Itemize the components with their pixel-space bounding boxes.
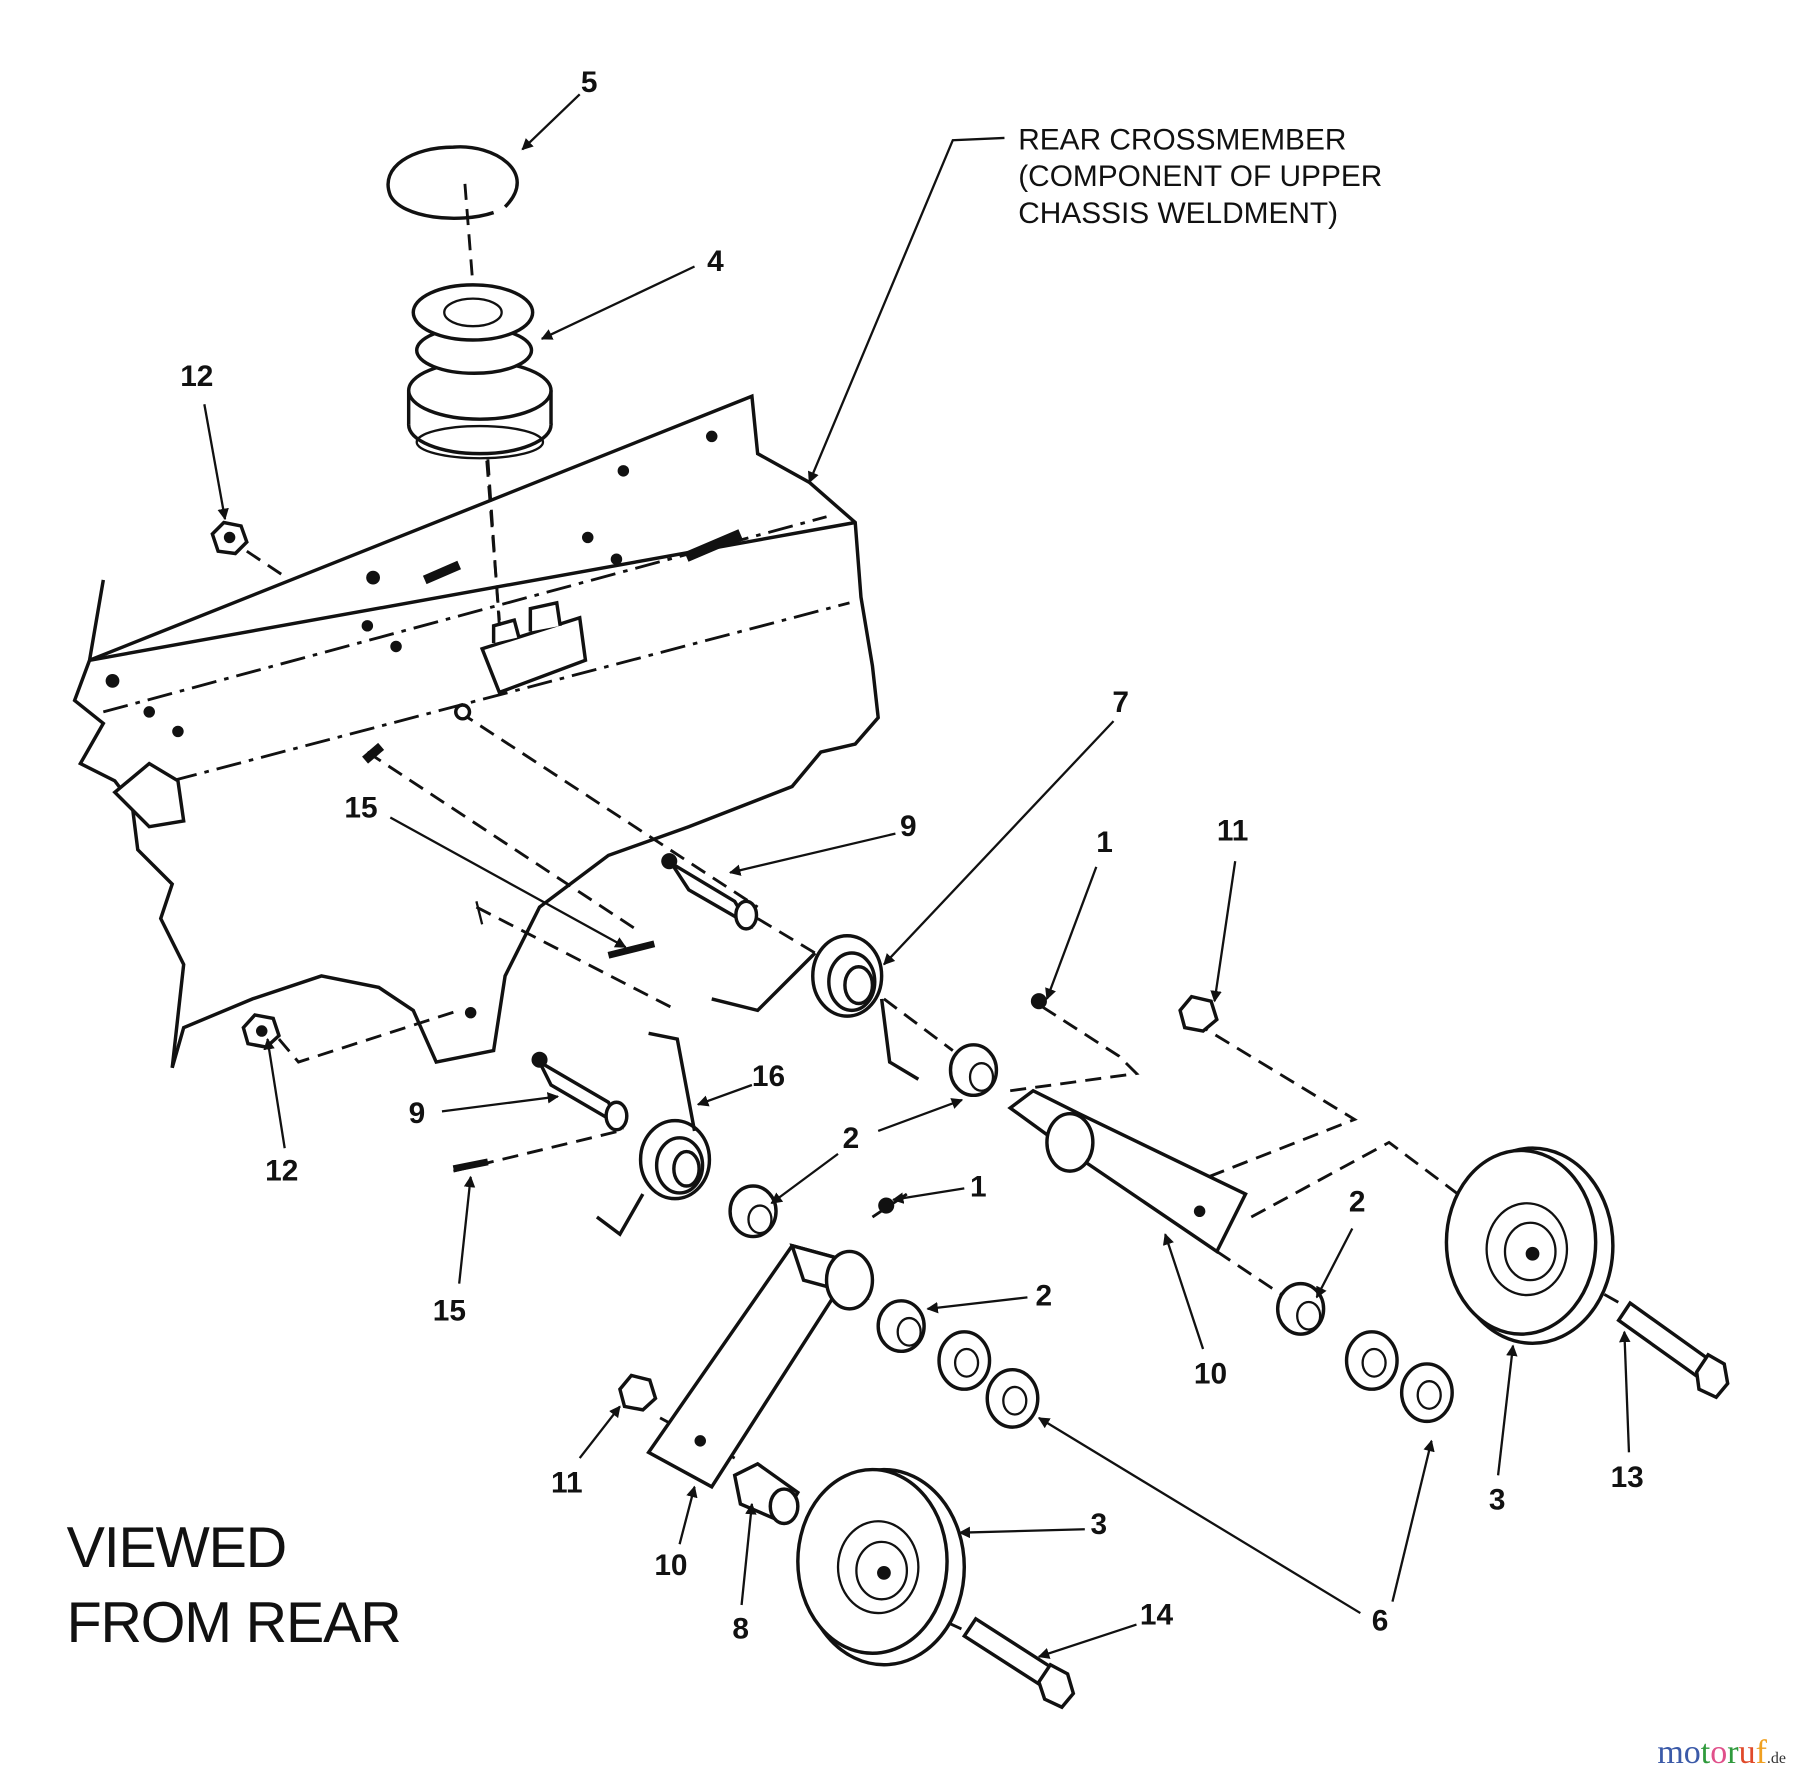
watermark-logo: motoruf.de — [1657, 1734, 1786, 1771]
callout-label: 1 — [970, 1170, 987, 1203]
callout-label: 12 — [265, 1154, 298, 1187]
part-2-bushing — [1275, 1281, 1326, 1336]
part-12-nut — [241, 1013, 281, 1049]
watermark-letter: r — [1727, 1734, 1739, 1771]
crossmember-note-line: REAR CROSSMEMBER — [1018, 123, 1346, 156]
watermark-letter: o — [1683, 1734, 1701, 1771]
callout-label: 2 — [843, 1122, 860, 1155]
callout-label: 10 — [654, 1549, 687, 1582]
callout-label: 12 — [180, 360, 213, 393]
callout-label: 15 — [433, 1294, 466, 1327]
callout-label: 3 — [1489, 1484, 1506, 1517]
part-1-nut — [878, 1197, 895, 1214]
part-10-idler-arm — [646, 1243, 875, 1490]
callout-label: 6 — [1372, 1604, 1389, 1637]
part-3-pulley — [1444, 1146, 1615, 1346]
part-8-spacer — [732, 1461, 801, 1526]
callout-label: 15 — [344, 792, 377, 825]
view-label-line: FROM REAR — [67, 1591, 401, 1655]
callout-label: 5 — [581, 66, 598, 99]
callout-label: 1 — [1096, 826, 1113, 859]
callout-label: 9 — [409, 1097, 426, 1130]
callout-label: 2 — [1035, 1279, 1052, 1312]
part-2-bushing — [948, 1043, 999, 1098]
watermark-letter: u — [1738, 1734, 1756, 1771]
part-2-bushing — [728, 1184, 778, 1239]
part-11-nut — [1178, 994, 1219, 1033]
part-11-nut — [618, 1373, 658, 1412]
watermark-letter: o — [1710, 1734, 1728, 1771]
callout-label: 14 — [1140, 1599, 1174, 1632]
callout-label: 13 — [1611, 1461, 1644, 1494]
part-15-pin — [452, 1158, 489, 1173]
part-1-nut — [1030, 993, 1047, 1010]
watermark-letter: t — [1700, 1734, 1711, 1771]
part-12-nut — [210, 520, 249, 556]
part-6-washer — [1399, 1362, 1454, 1424]
part-5-retaining-ring — [386, 145, 519, 220]
view-label-line: VIEWED — [67, 1516, 286, 1580]
watermark-letter: f — [1755, 1734, 1767, 1771]
part-3-pulley — [796, 1467, 967, 1667]
part-4-pulley — [406, 283, 553, 460]
callout-label: 8 — [732, 1612, 749, 1645]
part-6-washer — [937, 1330, 992, 1391]
part-14-bolt — [961, 1616, 1076, 1710]
part-9-pin — [531, 1051, 629, 1132]
callout-label: 11 — [551, 1467, 583, 1500]
callout-label: 4 — [707, 245, 724, 278]
part-7-spring — [711, 934, 920, 1081]
part-15-pin — [607, 940, 656, 959]
crossmember-note-line: CHASSIS WELDMENT) — [1018, 197, 1338, 230]
callout-label: 3 — [1091, 1508, 1108, 1541]
crossmember-note-line: (COMPONENT OF UPPER — [1018, 160, 1382, 193]
callout-label: 7 — [1112, 686, 1129, 719]
part-15-pin — [362, 742, 385, 764]
rear-crossmember — [72, 393, 880, 1069]
callout-label: 10 — [1194, 1357, 1227, 1390]
part-16-spring — [595, 1031, 712, 1237]
watermark-letter: m — [1657, 1734, 1684, 1771]
callout-arrows — [203, 93, 1631, 1659]
part-10-idler-arm — [1007, 1088, 1248, 1254]
callout-label: 11 — [1217, 814, 1249, 847]
callout-label: 2 — [1349, 1185, 1366, 1218]
callout-label: 9 — [900, 810, 917, 843]
callout-label: 16 — [752, 1060, 785, 1093]
part-6-washer — [985, 1367, 1040, 1429]
part-6-washer — [1344, 1330, 1399, 1391]
part-9-pin — [661, 853, 759, 931]
part-2-bushing — [876, 1299, 926, 1354]
part-13-bolt — [1616, 1300, 1730, 1400]
